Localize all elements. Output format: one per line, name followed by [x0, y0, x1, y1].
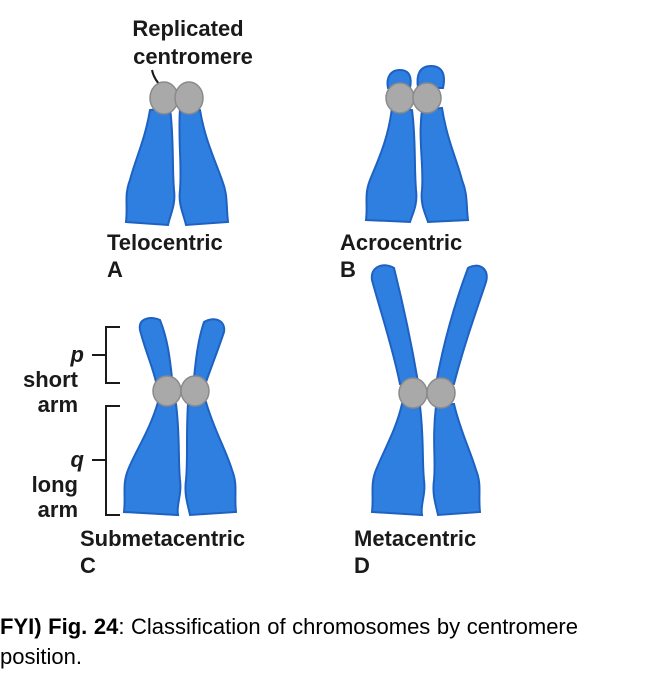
q-arm-bracket [105, 405, 120, 516]
chromatid-left [124, 106, 176, 227]
chromatid-left-p-arm [370, 264, 420, 386]
chromosome-metacentric: Metacentric D [354, 264, 488, 578]
centromere-right [412, 82, 442, 114]
figure-number: FYI) Fig. 24 [0, 614, 119, 639]
chromosome-diagram: Replicated centromere Telocentric A Acro… [23, 16, 488, 578]
chromosome-type-label: Acrocentric [340, 230, 462, 255]
q-arm-label-line1: long [32, 472, 78, 497]
chromatid-left [364, 106, 418, 224]
chromosome-type-label: Metacentric [354, 526, 476, 551]
chromosome-acrocentric: Acrocentric B [340, 64, 470, 282]
centromere-left [149, 81, 179, 115]
centromere-right [180, 375, 210, 407]
chromosome-telocentric: Telocentric A [107, 81, 230, 282]
chromatid-right-short-arm [416, 64, 445, 89]
centromere-label-line1: Replicated [132, 16, 243, 41]
chromosome-type-label: Telocentric [107, 230, 223, 255]
centromere-left [385, 82, 415, 114]
p-arm-bracket [105, 326, 120, 384]
q-arm-label-line2: arm [38, 497, 78, 522]
chromatid-left-q-arm [370, 402, 426, 517]
chromosome-type-label: Submetacentric [80, 526, 245, 551]
chromosome-letter: D [354, 553, 370, 578]
chromatid-left-q-arm [122, 400, 182, 517]
chromatid-right-q-arm [184, 400, 238, 517]
p-arm-letter: p [70, 342, 84, 367]
chromosome-letter: B [340, 257, 356, 282]
centromere-left [398, 377, 428, 409]
figure-caption: FYI) Fig. 24: Classification of chromoso… [0, 612, 578, 672]
caption-text: : Classification of chromosomes by centr… [0, 614, 578, 669]
chromosome-letter: A [107, 257, 123, 282]
centromere-label-line2: centromere [133, 44, 253, 69]
chromosome-letter: C [80, 553, 96, 578]
chromatid-right [419, 106, 470, 224]
chromosome-submetacentric: Submetacentric C [80, 317, 245, 578]
chromatid-left-p-arm [138, 317, 174, 384]
arm-annotations: p short arm q long arm [23, 326, 120, 522]
centromere-left [152, 375, 182, 407]
chromatid-right-p-arm [434, 264, 488, 385]
q-arm-letter: q [71, 447, 85, 472]
chromatid-right [178, 106, 230, 227]
chromatid-right-q-arm [432, 402, 482, 517]
chromatid-right-p-arm [192, 318, 226, 384]
p-arm-label-line1: short [23, 367, 79, 392]
centromere-right [174, 81, 204, 115]
centromere-right [426, 377, 456, 409]
p-arm-label-line2: arm [38, 392, 78, 417]
